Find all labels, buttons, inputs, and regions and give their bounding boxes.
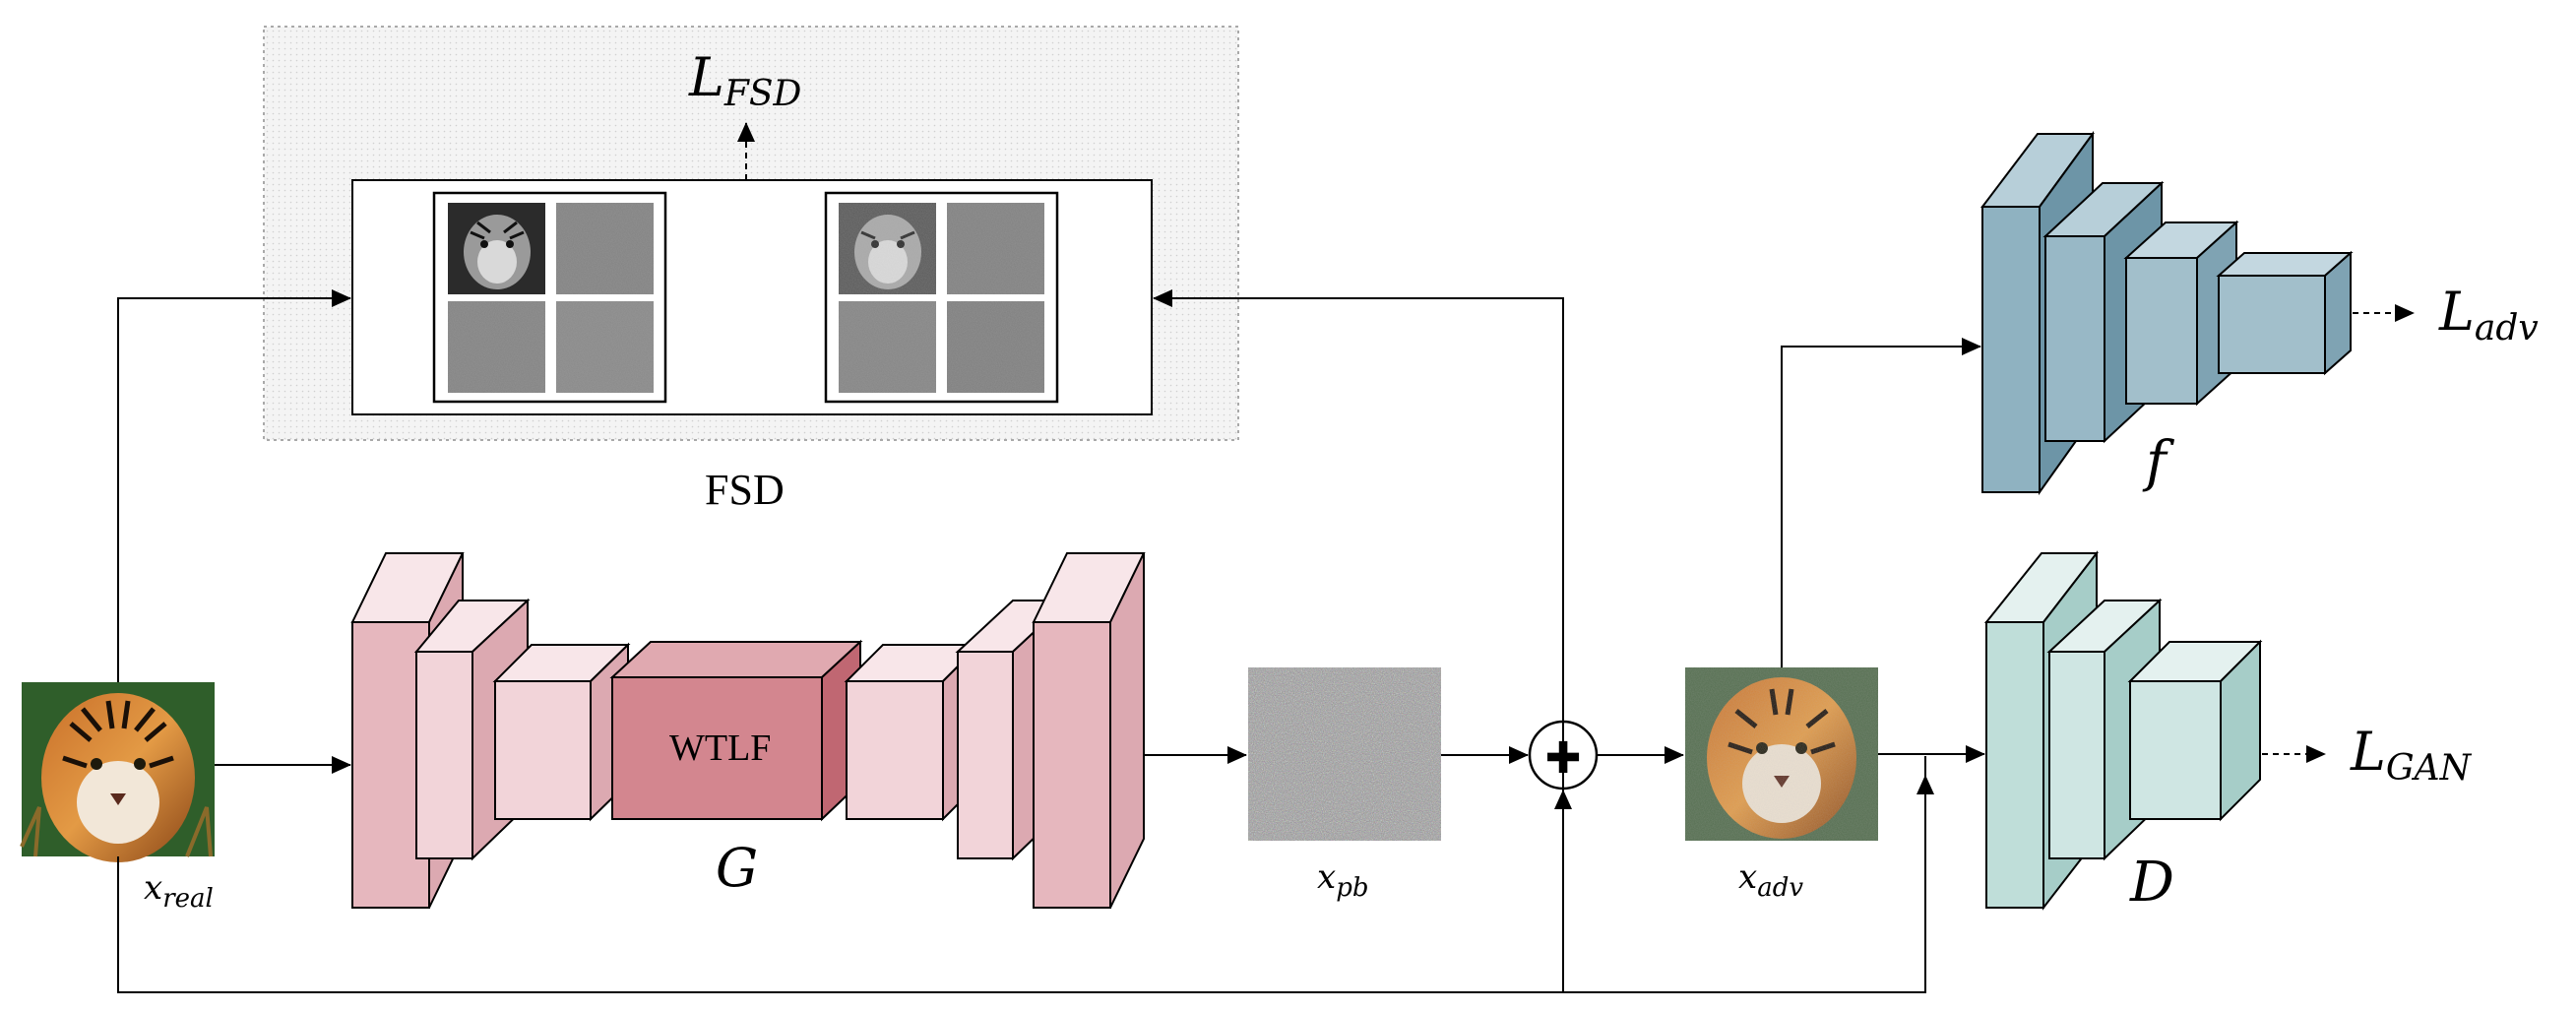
grayscale-tiger-thumbnail [448,203,545,294]
fsd-spectrum-group-real [432,191,667,404]
wtlf-label: WTLF [669,727,771,769]
arrow-xreal-to-fsd [117,289,351,682]
connections [117,289,1985,993]
fsd-spectrum-group-adv [824,191,1059,404]
classifier-layer-4 [2216,250,2354,376]
generator [350,552,1146,909]
x-real-image [20,682,215,862]
discriminator-layer-3 [2127,639,2263,822]
fsd-module: LFSD [263,26,1239,441]
discriminator-label: D [2129,851,2174,915]
classifier [1979,130,2354,496]
grayscale-adv-tiger-thumbnail [839,203,936,294]
discriminator [1983,550,2263,911]
generator-label: G [716,837,758,899]
loss-fsd-label: LFSD [688,46,802,114]
x-pb-noise-image [1248,667,1441,841]
generator-decoder-layer-1 [1032,552,1146,909]
x-pb-label: xpb [1317,857,1368,903]
arrow-xadv-to-classifier [1781,338,1981,667]
classifier-label: f [2142,430,2175,494]
x-adv-image [1685,667,1878,841]
arrow-xadv-to-fsd [1153,289,1564,992]
loss-adv-label: Ladv [2438,281,2539,348]
x-real-label: xreal [144,868,214,914]
generator-encoder-layer-3 [492,642,631,822]
fsd-module-label: FSD [705,466,785,514]
loss-gan-label: LGAN [2350,721,2473,789]
x-adv-label: xadv [1738,857,1803,903]
